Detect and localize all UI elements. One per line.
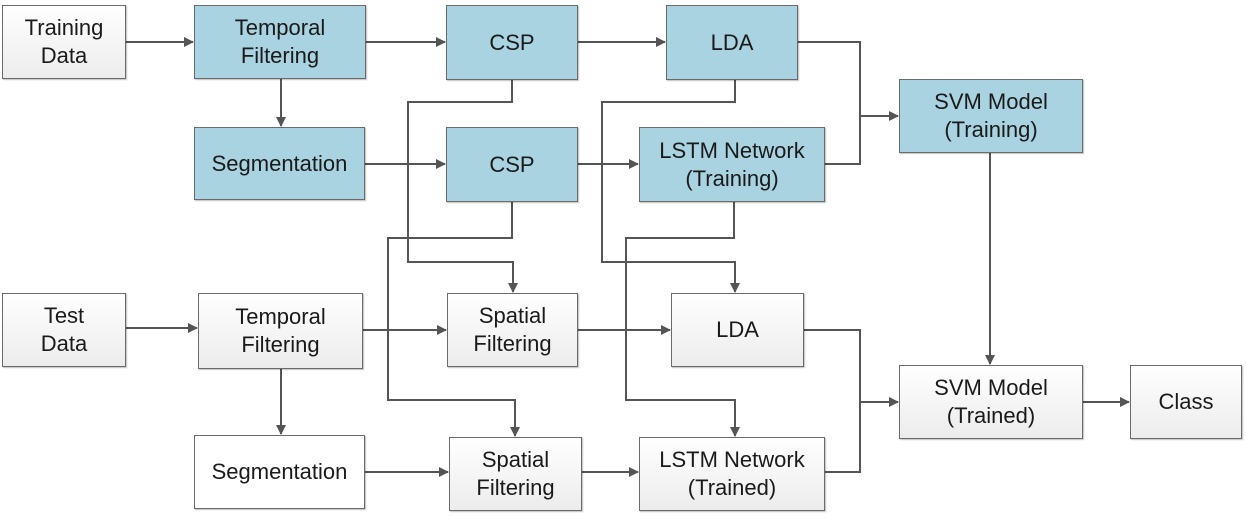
arrow-lda-to-svm-training [798,41,899,121]
csp-segmented-box: CSP [446,127,578,202]
temporal-filtering-test-box: Temporal Filtering [198,293,363,369]
line-lstm-to-svm-training [825,116,861,165]
svm-training-box: SVM Model (Training) [899,79,1083,153]
lda-training-box: LDA [666,5,798,80]
spatial-filtering-2-box: Spatial Filtering [449,437,582,511]
arrow-csp-weights-to-spatial-2 [387,202,520,437]
svm-trained-box: SVM Model (Trained) [899,365,1083,439]
segmentation-training-box: Segmentation [194,127,365,200]
lstm-trained-box: LSTM Network (Trained) [639,437,825,511]
arrow-lda-model-to-lda-test [601,80,740,293]
line-lstm-trained-to-svm [825,402,861,473]
arrow-csp-weights-to-spatial-1 [407,80,518,293]
lstm-training-box: LSTM Network (Training) [639,127,825,202]
lda-test-box: LDA [671,293,804,367]
arrow-lda-to-svm-trained [804,329,899,407]
spatial-filtering-1-box: Spatial Filtering [447,293,578,367]
temporal-filtering-training-box: Temporal Filtering [194,5,366,79]
arrow-lstm-model-to-lstm-trained [625,202,740,437]
segmentation-test-box: Segmentation [194,435,365,509]
test-data-box: Test Data [2,293,126,367]
csp-training-box: CSP [446,5,578,80]
class-box: Class [1130,365,1242,439]
training-data-box: Training Data [2,5,126,79]
